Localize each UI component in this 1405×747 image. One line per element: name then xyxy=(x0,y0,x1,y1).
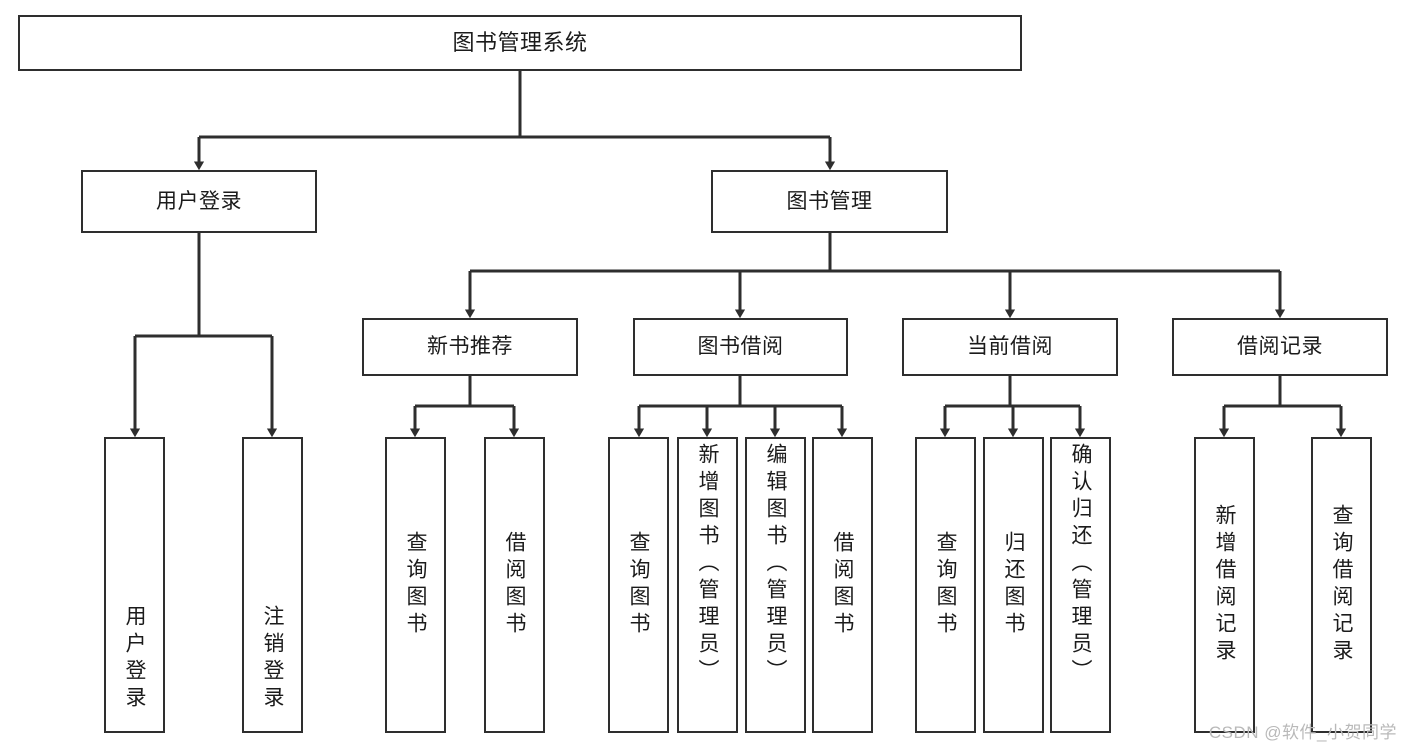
leaf-return-book[interactable]: 归还图书 xyxy=(983,437,1044,733)
node-new-book-rec-label: 新书推荐 xyxy=(427,335,513,359)
leaf-query-book-cur-label: 查询图书 xyxy=(934,531,957,639)
leaf-borrow-book-rec-label: 借阅图书 xyxy=(503,531,526,639)
node-book-borrow-label: 图书借阅 xyxy=(697,335,784,359)
node-current-borrow-label: 当前借阅 xyxy=(967,335,1053,359)
leaf-query-record[interactable]: 查询借阅记录 xyxy=(1311,437,1372,733)
leaf-edit-book-label: 编辑图书（管理员） xyxy=(764,443,787,686)
node-root[interactable]: 图书管理系统 xyxy=(18,15,1022,71)
leaf-borrow-book-label: 借阅图书 xyxy=(831,531,854,639)
node-user-login-label: 用户登录 xyxy=(156,189,242,213)
leaf-query-book-rec-label: 查询图书 xyxy=(404,531,427,639)
leaf-edit-book[interactable]: 编辑图书（管理员） xyxy=(745,437,806,733)
leaf-logout-label: 注销登录 xyxy=(261,605,284,713)
leaf-confirm-return[interactable]: 确认归还（管理员） xyxy=(1050,437,1111,733)
watermark: CSDN @软件_小贺同学 xyxy=(1208,723,1397,742)
leaf-add-record-label: 新增借阅记录 xyxy=(1213,504,1236,666)
leaf-query-book-rec[interactable]: 查询图书 xyxy=(385,437,446,733)
node-book-manage-label: 图书管理 xyxy=(786,189,873,213)
leaf-query-book-borrow[interactable]: 查询图书 xyxy=(608,437,669,733)
node-root-label: 图书管理系统 xyxy=(452,29,588,55)
leaf-logout[interactable]: 注销登录 xyxy=(242,437,303,733)
node-new-book-rec[interactable]: 新书推荐 xyxy=(362,318,578,376)
leaf-user-login[interactable]: 用户登录 xyxy=(104,437,165,733)
node-book-manage[interactable]: 图书管理 xyxy=(711,170,948,233)
leaf-user-login-label: 用户登录 xyxy=(123,605,146,713)
leaf-query-record-label: 查询借阅记录 xyxy=(1330,504,1353,666)
leaf-confirm-return-label: 确认归还（管理员） xyxy=(1069,443,1092,686)
node-borrow-record-label: 借阅记录 xyxy=(1237,335,1323,359)
leaf-return-book-label: 归还图书 xyxy=(1002,531,1025,639)
node-user-login[interactable]: 用户登录 xyxy=(81,170,317,233)
node-current-borrow[interactable]: 当前借阅 xyxy=(902,318,1118,376)
leaf-add-book[interactable]: 新增图书（管理员） xyxy=(677,437,738,733)
node-book-borrow[interactable]: 图书借阅 xyxy=(633,318,848,376)
leaf-borrow-book[interactable]: 借阅图书 xyxy=(812,437,873,733)
leaf-query-book-cur[interactable]: 查询图书 xyxy=(915,437,976,733)
node-borrow-record[interactable]: 借阅记录 xyxy=(1172,318,1388,376)
leaf-add-book-label: 新增图书（管理员） xyxy=(696,443,719,686)
leaf-add-record[interactable]: 新增借阅记录 xyxy=(1194,437,1255,733)
leaf-query-book-borrow-label: 查询图书 xyxy=(627,531,650,639)
leaf-borrow-book-rec[interactable]: 借阅图书 xyxy=(484,437,545,733)
